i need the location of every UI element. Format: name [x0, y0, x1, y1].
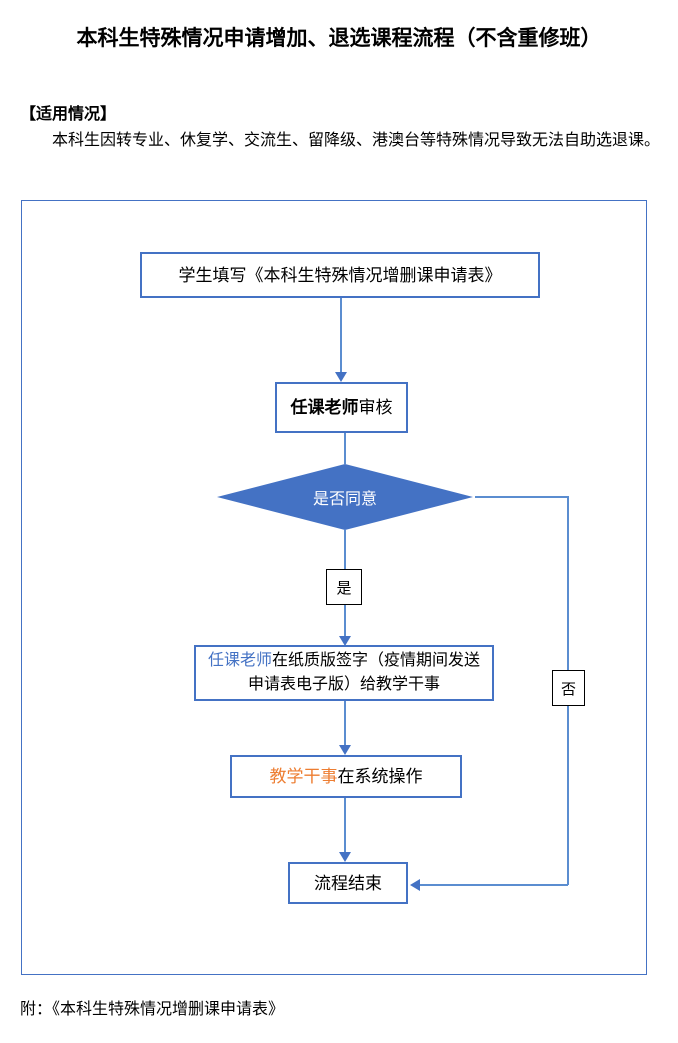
flow-node-decision[interactable]: 是否同意: [215, 462, 475, 532]
branch-label-no: 否: [552, 670, 585, 706]
branch-label-no-text: 否: [560, 681, 576, 698]
flow-node-sign-label-blue: 任课老师: [207, 652, 272, 669]
flow-node-start-label: 学生填写《本科生特殊情况增删课申请表》: [178, 265, 502, 285]
intro-paragraph: 本科生因转专业、休复学、交流生、留降级、港澳台等特殊情况导致无法自助选退课。: [52, 132, 661, 149]
flowchart-frame: [21, 200, 647, 975]
flow-node-sign-label-rest: 在纸质版签字（疫情期间发送申请表电子版）给教学干事: [247, 652, 481, 693]
branch-label-yes-text: 是: [336, 580, 352, 597]
diamond-shape: [217, 464, 473, 530]
flow-node-system-label-orange: 教学干事: [269, 767, 338, 786]
attachment-note: 附：《本科生特殊情况增删课申请表》: [20, 1001, 285, 1018]
flow-node-review-label-bold: 任课老师: [290, 398, 359, 417]
flow-node-end-label: 流程结束: [314, 873, 382, 893]
connector-review-to-decision: [344, 433, 346, 464]
branch-label-yes: 是: [326, 569, 362, 605]
flow-node-review[interactable]: 任课老师审核: [275, 382, 408, 433]
connector-decision-to-yes: [344, 530, 346, 572]
flow-node-sign[interactable]: 任课老师在纸质版签字（疫情期间发送申请表电子版）给教学干事: [194, 645, 494, 701]
connector-no-horizontal-bottom: [420, 884, 568, 886]
page-title: 本科生特殊情况申请增加、退选课程流程（不含重修班）: [76, 27, 602, 50]
flow-node-system-label-rest: 在系统操作: [337, 767, 423, 786]
section-heading-applicable-cases: 【适用情况】: [20, 106, 117, 123]
arrowhead-yes-to-sign: [339, 636, 351, 646]
connector-start-to-review: [340, 298, 342, 372]
flow-node-end[interactable]: 流程结束: [288, 862, 408, 904]
flow-node-start[interactable]: 学生填写《本科生特殊情况增删课申请表》: [140, 252, 540, 298]
connector-system-to-end: [344, 798, 346, 852]
arrowhead-sign-to-system: [339, 745, 351, 755]
flow-node-review-label-rest: 审核: [358, 398, 393, 417]
connector-no-horizontal-top: [475, 496, 568, 498]
arrowhead-start-to-review: [335, 372, 347, 382]
arrowhead-no-to-end: [410, 879, 420, 891]
arrowhead-system-to-end: [339, 852, 351, 862]
connector-sign-to-system: [344, 701, 346, 745]
connector-yes-to-sign: [344, 605, 346, 637]
flow-node-system[interactable]: 教学干事在系统操作: [230, 755, 462, 798]
